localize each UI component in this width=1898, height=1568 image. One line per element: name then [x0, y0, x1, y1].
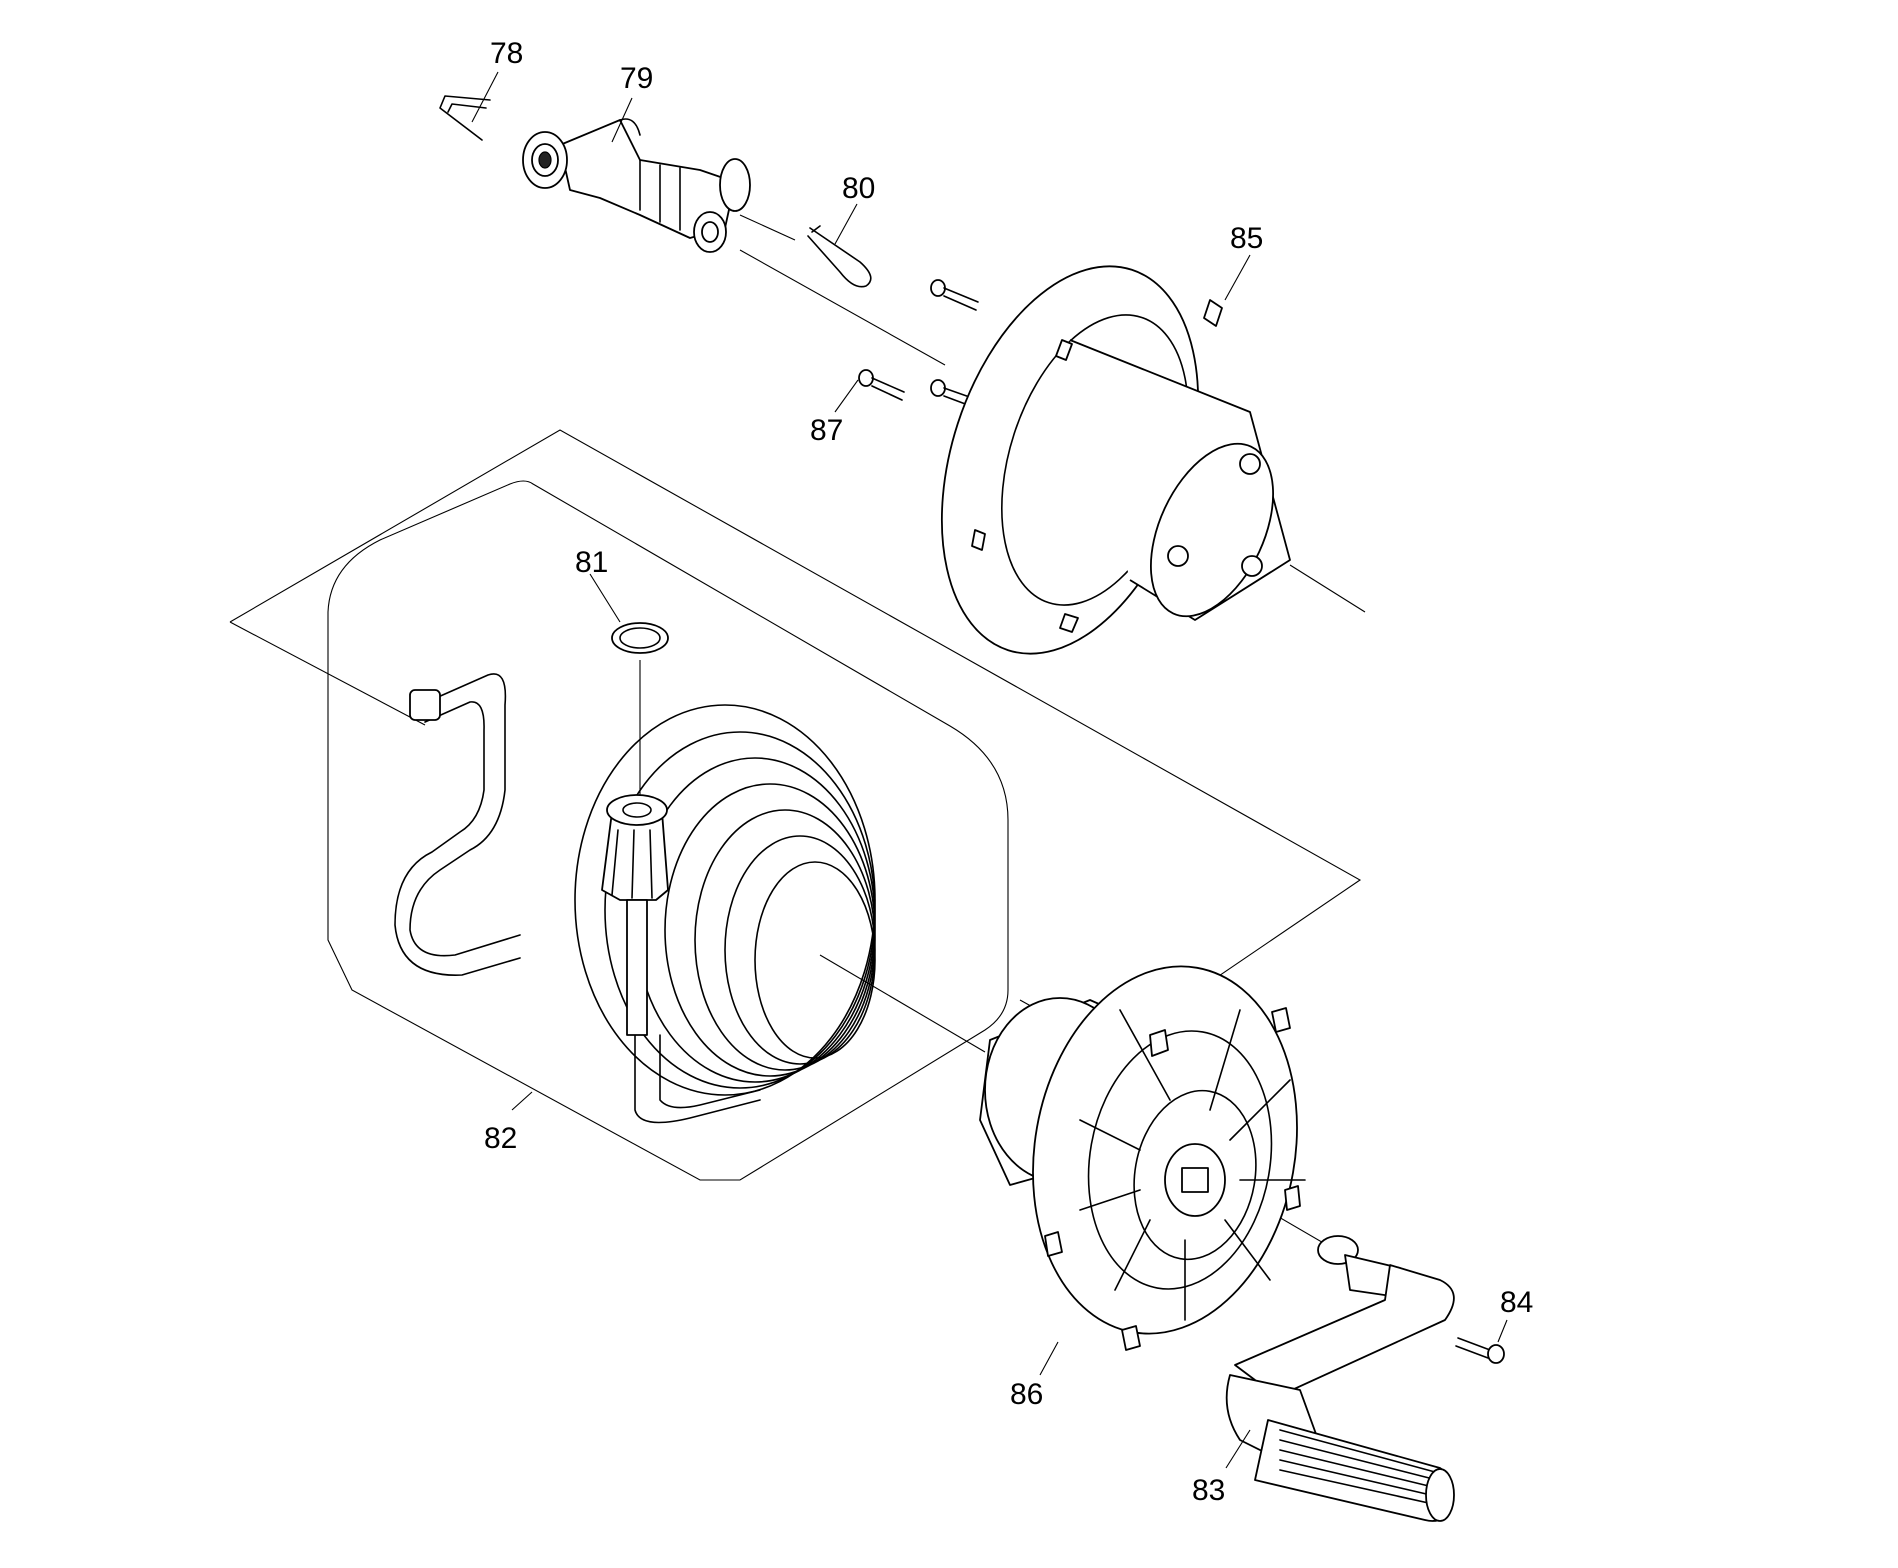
part-87-screws	[858, 279, 979, 409]
label-78: 78	[490, 37, 523, 70]
part-84-screw	[1455, 1337, 1505, 1364]
part-83-crank-handle	[1225, 1235, 1455, 1522]
label-87: 87	[810, 414, 843, 447]
label-83: 83	[1192, 1474, 1225, 1507]
part-80-cotter-pin	[807, 225, 872, 288]
leader-80	[834, 203, 858, 245]
leader-lines	[471, 71, 1508, 1469]
part-78-clip	[439, 95, 491, 141]
label-86: 86	[1010, 1378, 1043, 1411]
label-85: 85	[1230, 222, 1263, 255]
part-85-reel-flange	[940, 265, 1291, 655]
leader-84	[1497, 1319, 1508, 1343]
label-84: 84	[1500, 1286, 1533, 1319]
part-86-reel-hub	[979, 965, 1306, 1351]
part-79-swivel-elbow	[522, 118, 751, 253]
part-81-o-ring	[611, 622, 669, 654]
label-82: 82	[484, 1122, 517, 1155]
leader-78	[471, 71, 499, 123]
label-80: 80	[842, 172, 875, 205]
part-82-hose-coil	[394, 673, 876, 1124]
leader-85	[1224, 254, 1251, 301]
label-79: 79	[620, 62, 653, 95]
part-number-labels: 78 79 80 81 82 83 84 85 86 87	[484, 37, 1533, 1507]
leader-81	[589, 573, 621, 623]
leader-82	[511, 1091, 533, 1111]
screw-top	[930, 279, 979, 311]
leader-83	[1225, 1429, 1251, 1469]
leader-79	[611, 97, 633, 143]
screw-left	[858, 369, 905, 401]
leader-86	[1039, 1341, 1059, 1376]
leader-87	[834, 379, 859, 413]
label-81: 81	[575, 546, 608, 579]
